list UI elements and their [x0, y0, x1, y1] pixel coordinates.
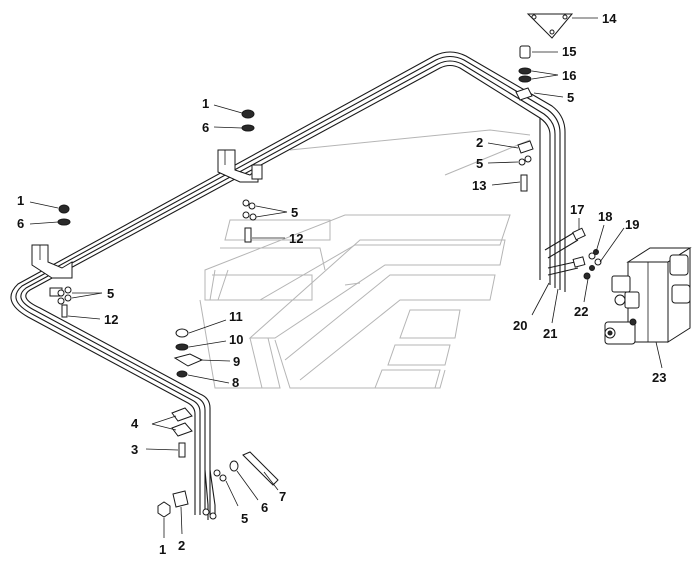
callout-6-bottom: 6 [261, 500, 268, 515]
callout-13: 13 [472, 178, 486, 193]
callout-3: 3 [131, 442, 138, 457]
callout-1-upper-middle: 1 [202, 96, 209, 111]
fastener-stack-8-11 [173, 319, 231, 384]
clamp-bolt-right [487, 140, 534, 192]
background-frame-outline [199, 129, 531, 389]
callout-11: 11 [229, 309, 243, 324]
valve-block-23 [604, 247, 692, 369]
fasteners-bottom-5-6-7 [213, 451, 279, 507]
callout-6-upper-middle: 6 [202, 120, 209, 135]
fittings-15-16-5 [515, 45, 564, 101]
callout-5-left: 5 [107, 286, 114, 301]
leader-21 [551, 288, 559, 324]
callout-12-middle: 12 [289, 231, 303, 246]
callout-14: 14 [602, 11, 617, 26]
callout-4: 4 [131, 416, 139, 431]
callout-17: 17 [570, 202, 584, 217]
clamp-bolt-middle [242, 199, 288, 243]
callout-6-left: 6 [17, 216, 24, 231]
clamp-bolt-left [57, 286, 103, 320]
leader-20 [531, 282, 550, 316]
clips-and-bolt-4-3 [145, 407, 193, 458]
callout-22: 22 [574, 304, 588, 319]
nut-clip-bottom [157, 490, 217, 538]
callout-19: 19 [625, 217, 639, 232]
callout-2-right: 2 [476, 135, 483, 150]
callout-2-bottom: 2 [178, 538, 185, 553]
pipe-clamp-brackets [31, 149, 263, 297]
nut-washer-upper-middle [213, 104, 255, 132]
callout-5-top-right: 5 [567, 90, 574, 105]
callout-9: 9 [233, 354, 240, 369]
callout-18: 18 [598, 209, 612, 224]
callout-8: 8 [232, 375, 239, 390]
callout-5-middle: 5 [291, 205, 298, 220]
callout-1-left: 1 [17, 193, 24, 208]
callout-16: 16 [562, 68, 576, 83]
callout-23: 23 [652, 370, 666, 385]
callout-12-left: 12 [104, 312, 118, 327]
nut-washer-left [29, 201, 71, 226]
callout-10: 10 [229, 332, 243, 347]
callout-20: 20 [513, 318, 527, 333]
callout-7: 7 [279, 489, 286, 504]
callout-15: 15 [562, 44, 576, 59]
callout-21: 21 [543, 326, 557, 341]
callout-1-bottom: 1 [159, 542, 166, 557]
mounting-plate-14 [526, 13, 598, 39]
callout-5-right: 5 [476, 156, 483, 171]
callout-5-bottom: 5 [241, 511, 248, 526]
port-fittings [572, 218, 625, 303]
